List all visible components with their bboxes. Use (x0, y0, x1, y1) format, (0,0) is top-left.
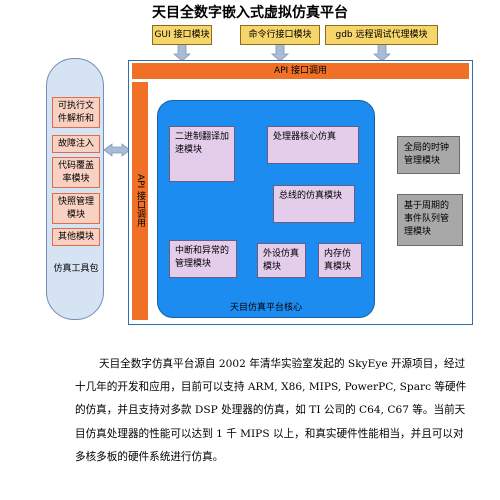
description-paragraph: 天目全数字仿真平台源自 2002 年清华实验室发起的 SkyEye 开源项目，经… (75, 353, 470, 469)
api-call-bar-left: API 接口调用 (132, 82, 148, 320)
cli-interface-box: 命令行接口模块 (240, 25, 320, 45)
event-queue-box: 基于周期的事件队列管理模块 (397, 194, 463, 246)
snapshot-management-box: 快照管理模块 (52, 193, 100, 224)
peripheral-simulation-box: 外设仿真模块 (257, 243, 306, 278)
tools-api-double-arrow (103, 143, 131, 157)
api-call-bar-top: API 接口调用 (132, 63, 469, 79)
gdb-agent-box: gdb 远程调试代理模块 (325, 25, 438, 45)
diagram-title: 天目全数字嵌入式虚拟仿真平台 (152, 5, 348, 21)
processor-core-box: 处理器核心仿真 (267, 126, 359, 164)
tools-group-label: 仿真工具包 (53, 264, 99, 274)
core-label: 天目仿真平台核心 (229, 303, 302, 313)
description-text: 天目全数字仿真平台源自 2002 年清华实验室发起的 SkyEye 开源项目，经… (75, 358, 467, 463)
bus-simulation-box: 总线的仿真模块 (273, 185, 355, 223)
other-modules-box: 其他模块 (52, 228, 100, 246)
binary-translate-box: 二进制翻译加速模块 (169, 126, 235, 182)
gui-interface-box: GUI 接口模块 (152, 25, 212, 45)
code-coverage-box: 代码覆盖率模块 (52, 157, 100, 188)
global-clock-box: 全局的时钟管理模块 (397, 136, 460, 174)
memory-simulation-box: 内存仿真模块 (318, 243, 362, 278)
fault-injection-box: 故障注入 (52, 135, 100, 153)
interrupt-exception-box: 中断和异常的管理模块 (169, 240, 237, 278)
executable-parser-box: 可执行文件解析和 (52, 97, 100, 128)
api-call-bar-left-label: API 接口调用 (135, 174, 145, 228)
